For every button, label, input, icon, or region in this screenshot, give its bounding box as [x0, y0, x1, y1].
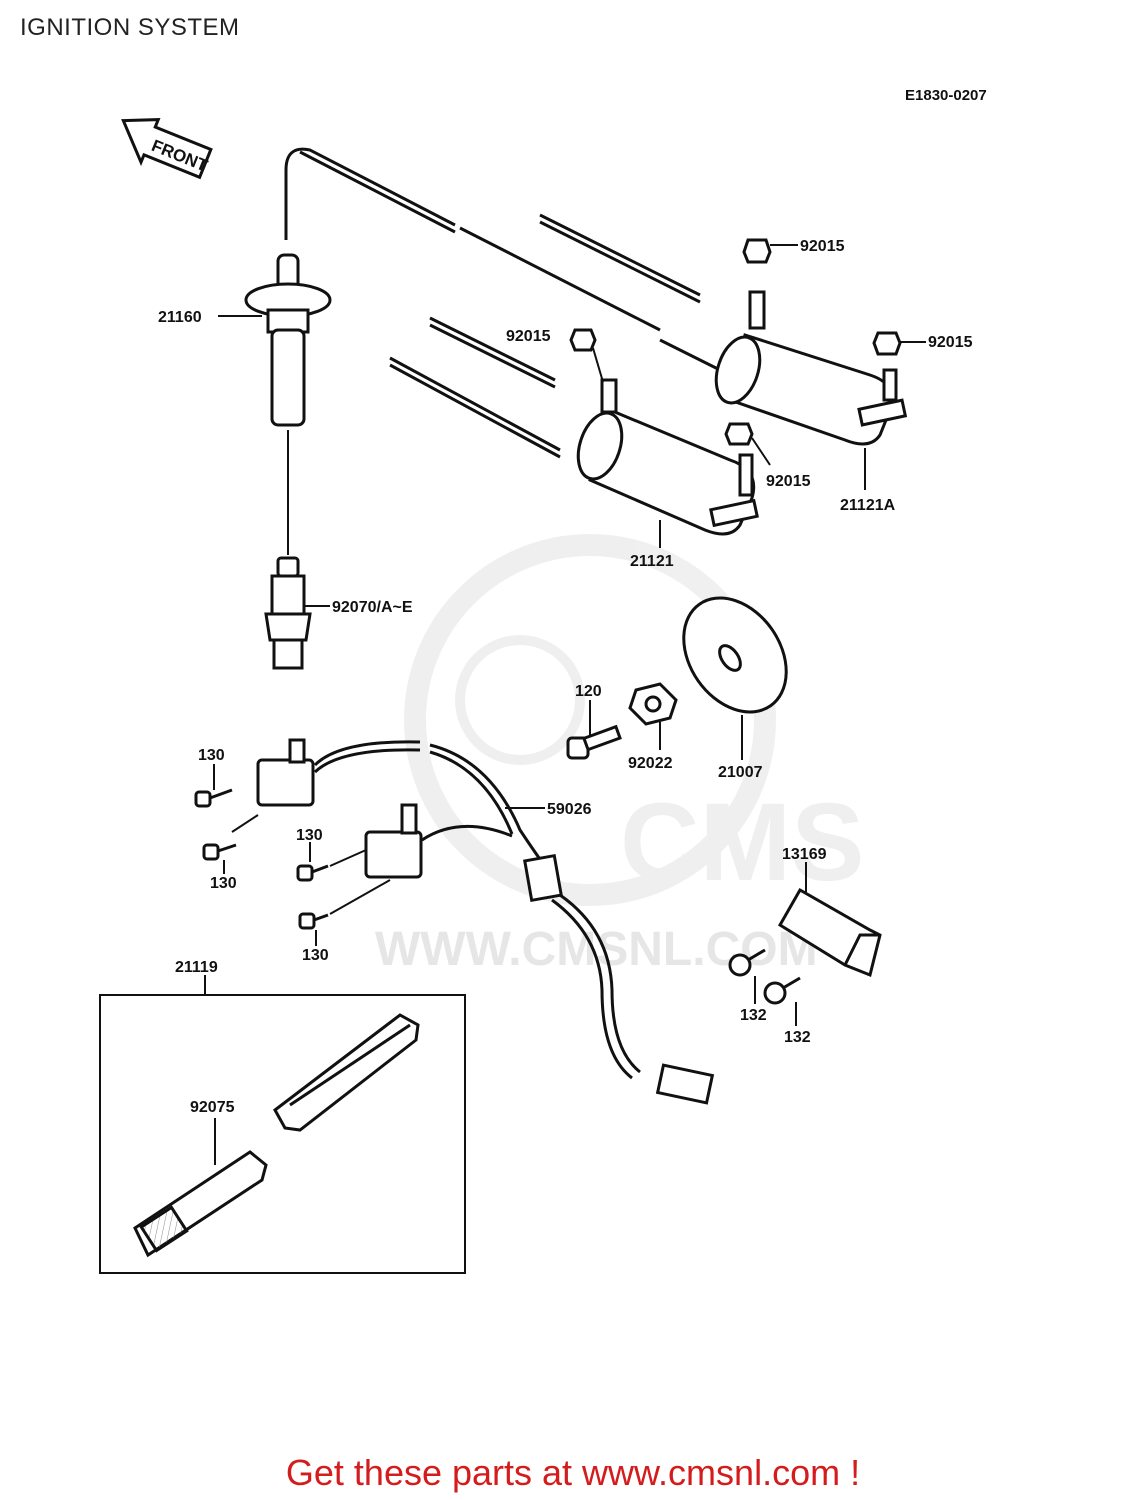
cover-icon — [777, 887, 882, 978]
kit-box — [99, 994, 466, 1274]
callout-nut-coil-right-side: 92015 — [928, 334, 973, 351]
callout-cover-bolt-a: 132 — [740, 1007, 767, 1024]
timing-bolt-icon — [566, 724, 622, 760]
callout-cover: 13169 — [782, 846, 827, 863]
page-title: IGNITION SYSTEM — [20, 14, 240, 41]
callout-plug-cap: 21160 — [158, 309, 202, 326]
harness-connector-icon — [523, 853, 563, 903]
high-tension-leads — [284, 147, 721, 459]
callout-bolt-130-d: 130 — [302, 947, 329, 964]
callout-nut-coil-top-right: 92015 — [800, 238, 845, 255]
callout-timing-nut: 92022 — [628, 755, 673, 772]
callout-cover-bolt-b: 132 — [784, 1029, 811, 1046]
plug-cap-icon — [244, 253, 332, 427]
watermark-logo: CMS — [404, 534, 864, 906]
spark-plug-icon — [264, 556, 312, 670]
callout-ignition-coil-left: 21121 — [630, 553, 674, 570]
callout-timing-plate: 21007 — [718, 764, 763, 781]
callout-nut-coil-left: 92015 — [506, 328, 551, 345]
callout-kit-part: 92075 — [190, 1099, 235, 1116]
callout-bolt-130-a: 130 — [198, 747, 225, 764]
bolt-icon — [194, 788, 329, 930]
callout-nut-coil-middle: 92015 — [766, 473, 811, 490]
diagram-code: E1830-0207 — [905, 87, 987, 104]
callout-ignition-coil-right: 21121A — [840, 497, 896, 514]
callout-bolt-130-c: 130 — [296, 827, 323, 844]
wiring-harness — [313, 740, 641, 1080]
callout-spark-plug: 92070/A~E — [332, 599, 413, 616]
callout-timing-bolt: 120 — [575, 683, 602, 700]
timing-nut-icon — [628, 682, 678, 726]
callout-wiring-harness: 59026 — [547, 801, 592, 818]
harness-plug-icon — [655, 1063, 715, 1105]
timing-plate-icon — [682, 596, 788, 714]
callout-bolt-130-b: 130 — [210, 875, 237, 892]
kit-part-lower-icon — [133, 1150, 268, 1258]
pickup-coil-icon — [256, 738, 423, 879]
front-arrow-icon: FRONT — [121, 118, 213, 180]
kit-part-upper-icon — [273, 1013, 420, 1132]
footer-link[interactable]: Get these parts at www.cmsnl.com ! — [285, 1452, 861, 1493]
cover-bolt-icon — [728, 948, 801, 1005]
svg-text:CMS: CMS — [620, 781, 864, 904]
ignition-coil-right-icon — [714, 290, 908, 446]
callout-kit-box: 21119 — [175, 959, 218, 976]
ignition-coil-left-icon — [576, 378, 759, 536]
nut-icon — [569, 238, 902, 446]
